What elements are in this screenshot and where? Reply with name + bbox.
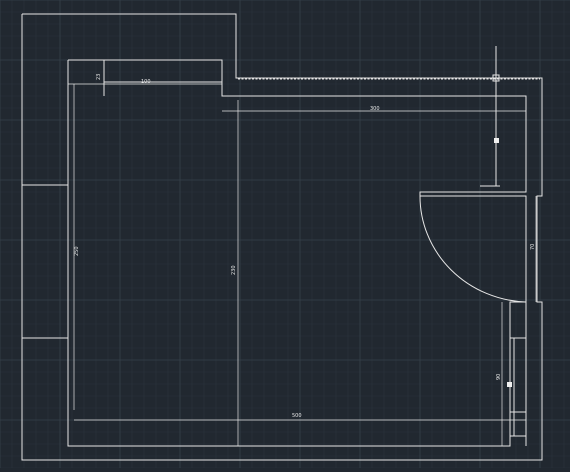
grip-square-icon[interactable] [494,138,499,143]
dimension-lines [68,62,537,446]
dim-bottom-width: 500 [292,413,302,419]
grip-square-icon[interactable] [507,382,512,387]
outer-wall[interactable] [21,13,543,461]
dim-right-span: 300 [370,106,380,112]
floor-plan[interactable] [21,13,543,461]
dim-left-height: 250 [74,246,80,256]
door-arc[interactable] [419,195,527,303]
dim-inner-height: 230 [231,265,237,275]
dim-door-width: 70 [530,244,536,250]
grip-square-icon[interactable] [492,74,500,82]
dim-right-lower-height: 90 [496,374,502,380]
dim-top-left-width: 100 [141,79,151,85]
dim-top-thickness: 23 [96,74,102,80]
